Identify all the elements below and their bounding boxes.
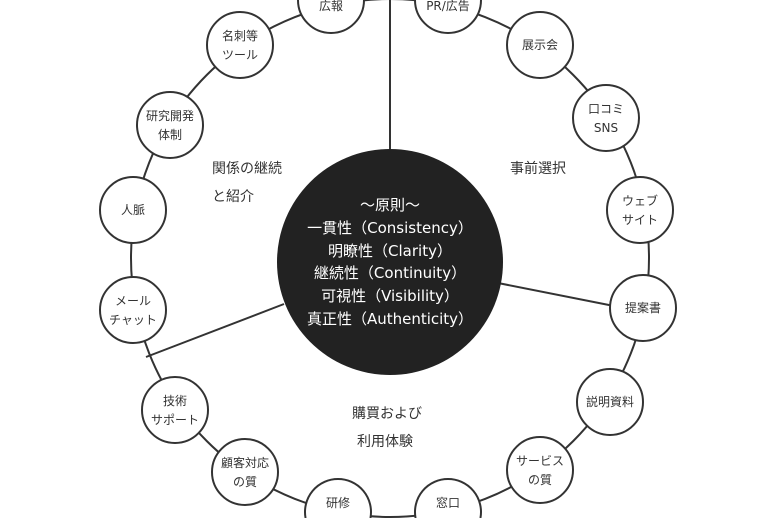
node-circle	[99, 176, 167, 244]
section-preselection: 事前選択	[510, 160, 566, 177]
node-circle	[414, 0, 482, 34]
touchpoint-node: 説明資料	[576, 368, 644, 436]
node-label: 技術	[163, 394, 187, 408]
node-circle	[136, 91, 204, 159]
principles-core: 〜原則〜 一貫性（Consistency） 明瞭性（Clarity） 継続性（C…	[277, 149, 503, 375]
node-label: 説明資料	[586, 394, 634, 409]
principle: 可視性（Visibility）	[321, 287, 459, 305]
divider-left	[145, 303, 285, 358]
principle: 継続性（Continuity）	[314, 264, 466, 282]
divider-right	[497, 282, 615, 307]
node-label: サービス	[516, 454, 564, 468]
touchpoint-node: 研修	[304, 478, 372, 518]
touchpoint-node: 提案書	[609, 274, 677, 342]
node-circle	[572, 84, 640, 152]
node-circle	[609, 274, 677, 342]
node-circle	[99, 276, 167, 344]
node-label: の質	[233, 474, 257, 489]
principle: 一貫性（Consistency）	[307, 219, 473, 237]
node-circle	[141, 376, 209, 444]
node-label: 窓口	[436, 495, 460, 510]
node-circle	[506, 11, 574, 79]
node-label: SNS	[594, 121, 618, 135]
outer-ring	[130, 0, 650, 518]
node-label: 提案書	[625, 300, 661, 315]
principle: 明瞭性（Clarity）	[328, 242, 452, 260]
node-circle	[414, 478, 482, 518]
node-circle	[211, 438, 279, 506]
node-circle	[606, 176, 674, 244]
touchpoint-node: 口コミ SNS	[572, 84, 640, 152]
node-label: 人脈	[121, 203, 145, 217]
node-label: 展示会	[522, 38, 558, 52]
node-label: 広報	[319, 0, 343, 13]
node-label: 研修	[326, 495, 350, 510]
node-label: メール	[115, 294, 151, 308]
node-circle	[304, 478, 372, 518]
section-relationship: 関係の継続	[212, 160, 282, 177]
node-label: 顧客対応	[221, 455, 269, 470]
node-circle	[506, 436, 574, 504]
node-label: ウェブ	[622, 193, 658, 208]
node-label: 研究開発	[146, 108, 194, 123]
touchpoint-node: 展示会	[506, 11, 574, 79]
section-purchase: 利用体験	[357, 434, 413, 450]
section-purchase: 購買および	[352, 406, 422, 422]
node-label: 名刺等	[222, 28, 258, 43]
touchpoint-node: 人脈	[99, 176, 167, 244]
principle: 真正性（Authenticity）	[307, 310, 473, 328]
touchpoint-node: PR/広告	[414, 0, 482, 34]
node-label: PR/広告	[426, 0, 470, 13]
node-label: サイト	[622, 213, 658, 227]
node-label: の質	[528, 472, 552, 487]
node-circle	[297, 0, 365, 34]
touchpoint-node: 窓口	[414, 478, 482, 518]
section-relationship: と紹介	[212, 189, 254, 205]
node-label: 口コミ	[588, 102, 624, 116]
node-circle	[576, 368, 644, 436]
node-label: 体制	[158, 128, 182, 142]
node-label: サポート	[151, 413, 199, 427]
node-label: ツール	[222, 48, 258, 62]
touchpoint-node: 広報	[297, 0, 365, 34]
node-circle	[206, 11, 274, 79]
principles-title: 〜原則〜	[360, 196, 420, 214]
node-label: チャット	[109, 313, 157, 327]
